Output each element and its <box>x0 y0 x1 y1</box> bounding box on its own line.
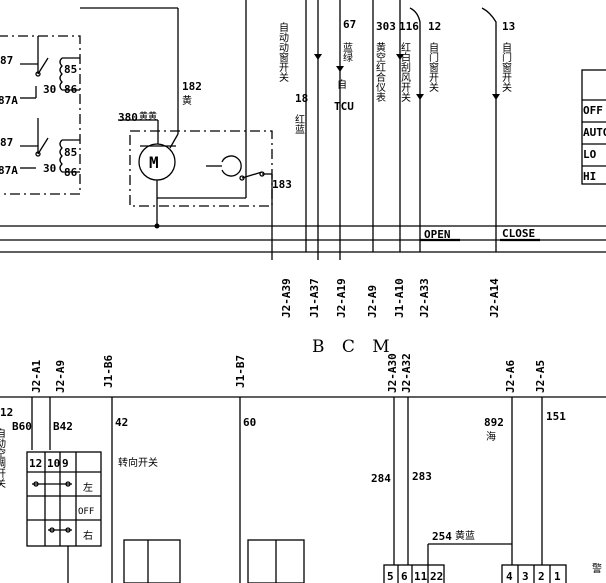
relay-lower-30: 30 <box>43 162 56 175</box>
c1-pin-22: 22 <box>430 570 443 583</box>
switch-pin-12: 12 <box>29 457 42 470</box>
wire-13: 13 <box>502 20 515 33</box>
c2-pin-3: 3 <box>522 570 529 583</box>
wire-183: 183 <box>272 178 292 191</box>
relay-upper-87: 87 <box>0 54 13 67</box>
wire-18: 18 <box>295 92 308 105</box>
switch-pin-9: 9 <box>62 457 69 470</box>
wire-284: 284 <box>371 472 391 485</box>
wire-12-color: 自门窗开关 <box>427 41 439 93</box>
wire-151: 151 <box>546 410 566 423</box>
wire-380-color: 黄黄 <box>139 110 157 122</box>
wire-42: 42 <box>115 416 128 429</box>
wire-42-label: 转向开关 <box>118 456 158 469</box>
mode-auto: AUTO <box>583 126 606 139</box>
motor-box: M 380 黄黄 183 <box>118 60 292 260</box>
relay-lower-87a: 87A <box>0 164 18 177</box>
wire-283: 283 <box>412 470 432 483</box>
pin-j1-a10: J1-A10 <box>393 278 406 318</box>
cam-icon <box>221 155 242 177</box>
wire-182: 182 <box>182 80 202 93</box>
top-signals: 自动动窗开关 18 红蓝 67 蓝绿 自 TCU 303 黄空红合仪表 116 … <box>277 0 515 260</box>
mode-table: OFF AUTO LO HI <box>581 69 606 185</box>
turn-switch: 12 10 9 左 OFF 右 <box>26 451 102 583</box>
bottom-pin-labels: J2-A1 J2-A9 J1-B6 J1-B7 J2-A30 J2-A32 J2… <box>30 353 547 393</box>
mode-lo: LO <box>583 148 597 161</box>
wire-303: 303 <box>376 20 396 33</box>
wire-380: 380 <box>118 111 138 124</box>
wire-b42: B42 <box>53 420 73 433</box>
wire-116: 116 <box>399 20 419 33</box>
bus-close-label: CLOSE <box>502 227 535 240</box>
wire-b60: B60 <box>12 420 32 433</box>
pin-j1-b6: J1-B6 <box>102 355 115 388</box>
wire-67-color: 蓝绿 <box>341 42 353 62</box>
wire-254: 254 <box>432 530 452 543</box>
wire-254-color: 黄蓝 <box>455 529 475 542</box>
label-tcu-prefix: 自 <box>337 78 347 91</box>
relay-upper-87a: 87A <box>0 94 18 107</box>
module-label: B C M <box>312 337 396 357</box>
pin-j2-a19: J2-A19 <box>335 278 348 318</box>
bottom-left-block: 12 自动空调开关 B60 B42 <box>0 397 73 489</box>
relay-upper-30: 30 <box>43 83 56 96</box>
c1-pin-11: 11 <box>414 570 428 583</box>
wire-12: 12 <box>428 20 441 33</box>
wire-892-color: 海 <box>486 430 496 443</box>
relay-lower-85: 85 <box>64 146 77 159</box>
pin-j2-a33: J2-A33 <box>418 278 431 318</box>
pin-j2-a1: J2-A1 <box>30 360 43 393</box>
wire-892: 892 <box>484 416 504 429</box>
corner-text: 警 <box>592 562 602 575</box>
motor-symbol: M <box>149 153 159 172</box>
wire-13-color: 自门窗开关 <box>500 41 512 93</box>
pin-j2-a9-b: J2-A9 <box>54 360 67 393</box>
relay-lower: 87 87A 30 85 86 <box>0 118 80 179</box>
c2-pin-2: 2 <box>538 570 545 583</box>
pin-j2-a39: J2-A39 <box>280 278 293 318</box>
wire-18-color: 红蓝 <box>293 113 305 134</box>
switch-right: 右 <box>83 529 93 542</box>
label-auto-window: 自动动窗开关 <box>277 21 289 83</box>
relay-upper: 87 87A 30 85 86 <box>0 36 80 107</box>
wire-67: 67 <box>343 18 356 31</box>
relay-lower-87: 87 <box>0 136 13 149</box>
connector-c2: 4 3 2 1 <box>501 564 567 583</box>
c1-pin-5: 5 <box>387 570 394 583</box>
switch-pin-10: 10 <box>47 457 60 470</box>
pin-j1-b7: J1-B7 <box>234 355 247 388</box>
switch-off: OFF <box>78 507 94 517</box>
relay-block: 87 87A 30 85 86 87 87A 30 85 86 <box>0 35 81 195</box>
relay-upper-85: 85 <box>64 63 77 76</box>
wire-60: 60 <box>243 416 256 429</box>
pin-j2-a9: J2-A9 <box>366 285 379 318</box>
pin-j2-a6: J2-A6 <box>504 360 517 393</box>
pin-j2-a5: J2-A5 <box>534 360 547 393</box>
top-pin-labels: J2-A39 J1-A37 J2-A19 J2-A9 J1-A10 J2-A33… <box>280 278 501 318</box>
mode-off: OFF <box>583 104 603 117</box>
pin-j2-a30: J2-A30 <box>386 353 399 393</box>
label-tcu: TCU <box>334 100 354 113</box>
pin-j2-a32: J2-A32 <box>400 353 413 393</box>
wire-12b-color: 自动空调开关 <box>0 427 6 489</box>
wire-182-color: 黄 <box>182 94 192 107</box>
c2-pin-4: 4 <box>506 570 513 583</box>
switch-left: 左 <box>83 481 93 494</box>
mode-hi: HI <box>583 170 596 183</box>
pin-j2-a14: J2-A14 <box>488 278 501 318</box>
c1-pin-6: 6 <box>401 570 408 583</box>
wire-303-color: 黄空红合仪表 <box>374 41 386 103</box>
c2-pin-1: 1 <box>554 570 561 583</box>
connector-c1: 5 6 11 22 <box>383 564 445 583</box>
wire-12b: 12 <box>0 406 13 419</box>
pin-j1-a37: J1-A37 <box>308 278 321 318</box>
bus-open-label: OPEN <box>424 228 451 241</box>
